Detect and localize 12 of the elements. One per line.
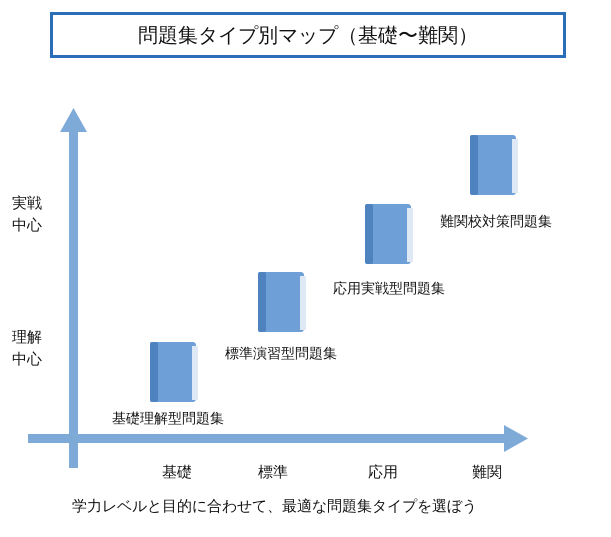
tick-label: 難関 — [472, 463, 502, 482]
caption: 学力レベルと目的に合わせて、最適な問題集タイプを選ぼう — [72, 497, 477, 516]
tick-label: 基礎 — [162, 463, 192, 482]
tick-label: 応用 — [368, 463, 398, 482]
book-label: 難関校対策問題集 — [440, 213, 552, 231]
book-label: 基礎理解型問題集 — [112, 410, 224, 428]
tick-label: 標準 — [258, 463, 288, 482]
book-label: 応用実戦型問題集 — [333, 280, 445, 298]
book-label: 標準演習型問題集 — [225, 345, 337, 363]
axis-label: 理解中心 — [12, 327, 43, 370]
title: 問題集タイプ別マップ（基礎〜難関） — [50, 12, 566, 58]
axis-label: 実戦中心 — [12, 193, 43, 236]
